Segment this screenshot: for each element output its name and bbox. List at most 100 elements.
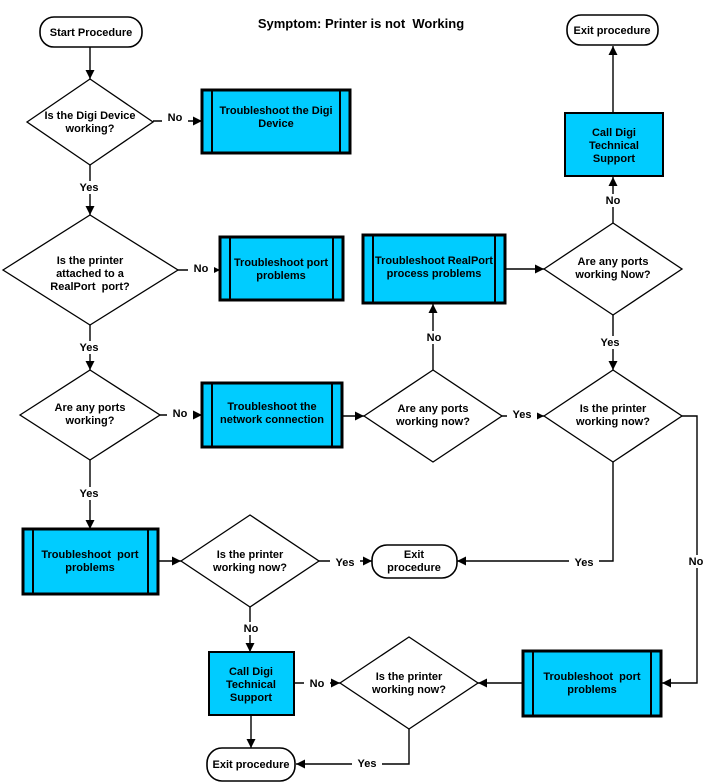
svg-text:attached to a: attached to a [56,268,125,280]
edge-d1-no-to-b1: No [153,111,202,126]
svg-text:Troubleshoot port: Troubleshoot port [234,257,328,269]
decision-are-any-ports-working: Are any ports working? [18,369,162,461]
terminator-start-procedure: Start Procedure [39,16,143,48]
edge-d6-yes-to-d5: Yes [595,315,625,370]
edge-label-yes: Yes [358,758,377,770]
svg-text:Is the printer: Is the printer [217,549,284,561]
process-troubleshoot-port-problems-3: Troubleshoot port problems [521,649,663,718]
decision-are-any-ports-working-now-2: Are any ports working Now? [542,222,684,316]
edge-d7-no-to-c2: No [238,607,264,652]
edge-label-yes: Yes [601,337,620,349]
svg-text:Troubleshoot port: Troubleshoot port [41,549,138,561]
svg-text:Is the printer: Is the printer [57,255,124,267]
edge-c2-to-exit-bottom [246,715,256,748]
edge-label-no: No [310,678,325,690]
edge-b3-to-d6 [505,264,544,274]
edge-b6-to-d8 [478,678,523,688]
svg-text:Support: Support [230,692,272,704]
terminator-exit-procedure-bottom: Exit procedure [206,747,296,782]
diagram-title: Symptom: Printer is not Working [258,16,464,31]
edge-d7-yes-to-exit-mid: Yes [319,556,372,569]
svg-text:Troubleshoot port: Troubleshoot port [543,671,640,683]
edge-c1-to-exit-top [608,46,618,113]
svg-text:problems: problems [65,562,115,574]
svg-text:Troubleshoot the: Troubleshoot the [227,401,316,413]
svg-text:problems: problems [567,684,617,696]
process-troubleshoot-port-problems-1: Troubleshoot port problems [218,235,345,302]
process-troubleshoot-digi-device: Troubleshoot the Digi Device [200,88,352,155]
edge-start-to-d1 [85,47,95,79]
edge-d5-yes-to-exit-mid: Yes [457,462,614,569]
svg-text:Is the printer: Is the printer [376,671,443,683]
edge-d2-no-to-b2: No [178,262,220,275]
svg-text:Support: Support [593,153,635,165]
svg-text:Are any ports: Are any ports [398,403,469,415]
start-procedure-label: Start Procedure [50,27,133,39]
edge-label-yes: Yes [336,557,355,569]
decision-is-printer-working-now-bottom: Is the printer working now? [338,636,480,730]
edge-d6-no-to-c1: No [600,177,626,223]
edge-label-no: No [689,556,704,568]
svg-text:network connection: network connection [220,414,324,426]
svg-text:Troubleshoot RealPort: Troubleshoot RealPort [375,255,493,267]
edge-label-no: No [173,408,188,420]
edge-b5-to-d7 [158,556,181,566]
svg-text:Call Digi: Call Digi [229,666,273,678]
decision-is-digi-device-working: Is the Digi Device working? [25,78,155,166]
edge-c2-no-to-d8: No [294,677,340,690]
svg-text:Is the printer: Is the printer [580,403,647,415]
svg-text:Device: Device [258,118,293,130]
svg-text:Troubleshoot the Digi: Troubleshoot the Digi [219,105,332,117]
edge-d5-no-to-b6: No [662,415,709,688]
edge-d4-yes-to-d5: Yes [502,408,544,421]
edge-label-yes: Yes [575,557,594,569]
svg-text:Are any ports: Are any ports [578,256,649,268]
svg-text:working?: working? [65,123,115,135]
svg-text:Are any ports: Are any ports [55,402,126,414]
edge-label-yes: Yes [80,342,99,354]
svg-text:working now?: working now? [212,562,287,574]
process-troubleshoot-realport-process: Troubleshoot RealPort process problems [361,233,507,305]
terminator-exit-procedure-middle: Exit procedure [371,544,458,579]
decision-are-any-ports-working-now: Are any ports working now? [362,369,504,463]
process-troubleshoot-network-connection: Troubleshoot the network connection [200,381,344,449]
edge-d8-yes-to-exit-bottom: Yes [296,729,410,770]
exit-procedure-top-label: Exit procedure [573,25,650,37]
edge-label-yes: Yes [80,182,99,194]
process-call-digi-support-top: Call Digi Technical Support [564,112,664,177]
edge-label-no: No [244,623,259,635]
edge-label-yes: Yes [80,488,99,500]
svg-text:Call Digi: Call Digi [592,127,636,139]
decision-is-printer-working-now-right: Is the printer working now? [542,369,684,463]
svg-text:problems: problems [256,270,306,282]
process-call-digi-support-bottom: Call Digi Technical Support [208,651,295,716]
decision-is-printer-working-now-left: Is the printer working now? [179,514,321,608]
edge-label-no: No [168,112,183,124]
svg-text:process problems: process problems [387,268,482,280]
edge-d4-no-to-b3: No [421,304,447,370]
svg-text:working?: working? [65,415,115,427]
edge-label-no: No [606,195,621,207]
terminator-exit-procedure-top: Exit procedure [566,14,659,46]
svg-text:working now?: working now? [395,416,470,428]
edge-d3-yes-to-b5: Yes [74,460,104,529]
decision-is-printer-attached-realport: Is the printer attached to a RealPort po… [1,214,180,326]
svg-text:RealPort port?: RealPort port? [50,281,130,293]
svg-text:Is the Digi Device: Is the Digi Device [44,110,135,122]
edge-d2-yes-to-d3: Yes [74,325,104,370]
svg-text:procedure: procedure [387,562,441,574]
svg-text:Exit: Exit [404,549,425,561]
edge-d1-yes-to-d2: Yes [74,165,104,215]
edge-b4-to-d4 [342,411,364,421]
svg-text:working now?: working now? [371,684,446,696]
svg-text:working Now?: working Now? [574,269,650,281]
svg-text:Technical: Technical [226,679,276,691]
exit-procedure-bottom-label: Exit procedure [212,759,289,771]
edge-label-yes: Yes [513,409,532,421]
edge-label-no: No [427,332,442,344]
svg-text:working now?: working now? [575,416,650,428]
svg-text:Technical: Technical [589,140,639,152]
process-troubleshoot-port-problems-2: Troubleshoot port problems [21,527,160,596]
edge-d3-no-to-b4: No [160,407,202,420]
